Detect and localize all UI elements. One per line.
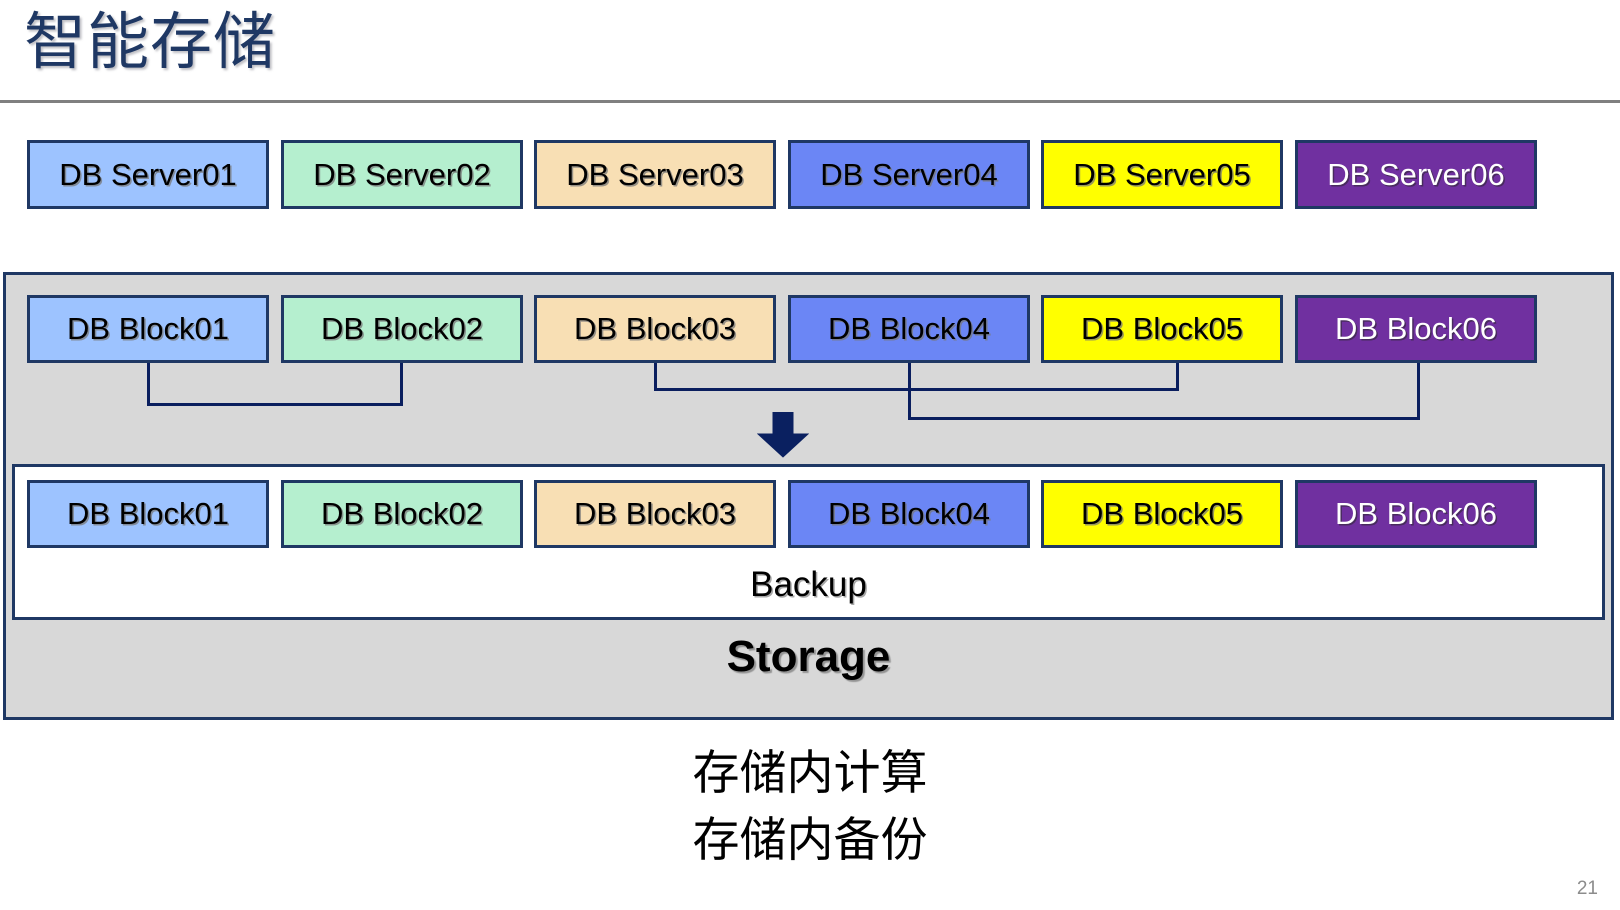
- db-block-live-box-1: DB Block01: [27, 295, 269, 363]
- db-server-box-6: DB Server06: [1295, 140, 1537, 209]
- db-block-backup-box-1: DB Block01: [27, 480, 269, 548]
- slide-caption: 存储内计算 存储内备份: [0, 740, 1620, 873]
- db-server-box-2: DB Server02: [281, 140, 523, 209]
- db-server-box-3: DB Server03: [534, 140, 776, 209]
- connector-block04-block06-left-stem: [908, 363, 911, 417]
- db-block-backup-box-5: DB Block05: [1041, 480, 1283, 548]
- db-block-live-box-4: DB Block04: [788, 295, 1030, 363]
- page-number: 21: [1576, 878, 1598, 899]
- db-block-live-box-6: DB Block06: [1295, 295, 1537, 363]
- connector-block01-block02-left-stem: [147, 363, 150, 403]
- caption-line-2: 存储内备份: [692, 812, 928, 866]
- db-block-live-box-5: DB Block05: [1041, 295, 1283, 363]
- db-server-box-4: DB Server04: [788, 140, 1030, 209]
- db-block-live-box-2: DB Block02: [281, 295, 523, 363]
- title-divider: [0, 100, 1620, 103]
- db-block-backup-box-4: DB Block04: [788, 480, 1030, 548]
- backup-down-arrow: [756, 411, 810, 458]
- db-server-box-1: DB Server01: [27, 140, 269, 209]
- db-block-backup-box-3: DB Block03: [534, 480, 776, 548]
- connector-block04-block06-crossbar: [908, 417, 1420, 420]
- db-server-box-5: DB Server05: [1041, 140, 1283, 209]
- caption-line-1: 存储内计算: [692, 746, 928, 799]
- connector-block01-block02-crossbar: [147, 403, 403, 406]
- connector-block04-block06-right-stem: [1417, 363, 1420, 417]
- storage-label: Storage: [726, 632, 891, 681]
- db-block-live-box-3: DB Block03: [534, 295, 776, 363]
- backup-label: Backup: [750, 565, 867, 604]
- db-block-backup-box-2: DB Block02: [281, 480, 523, 548]
- connector-block03-block05-crossbar: [654, 388, 1179, 391]
- connector-block03-block05-right-stem: [1176, 363, 1179, 388]
- page-title: 智能存储: [24, 8, 277, 77]
- connector-block03-block05-left-stem: [654, 363, 657, 388]
- db-block-backup-box-6: DB Block06: [1295, 480, 1537, 548]
- connector-block01-block02-right-stem: [400, 363, 403, 403]
